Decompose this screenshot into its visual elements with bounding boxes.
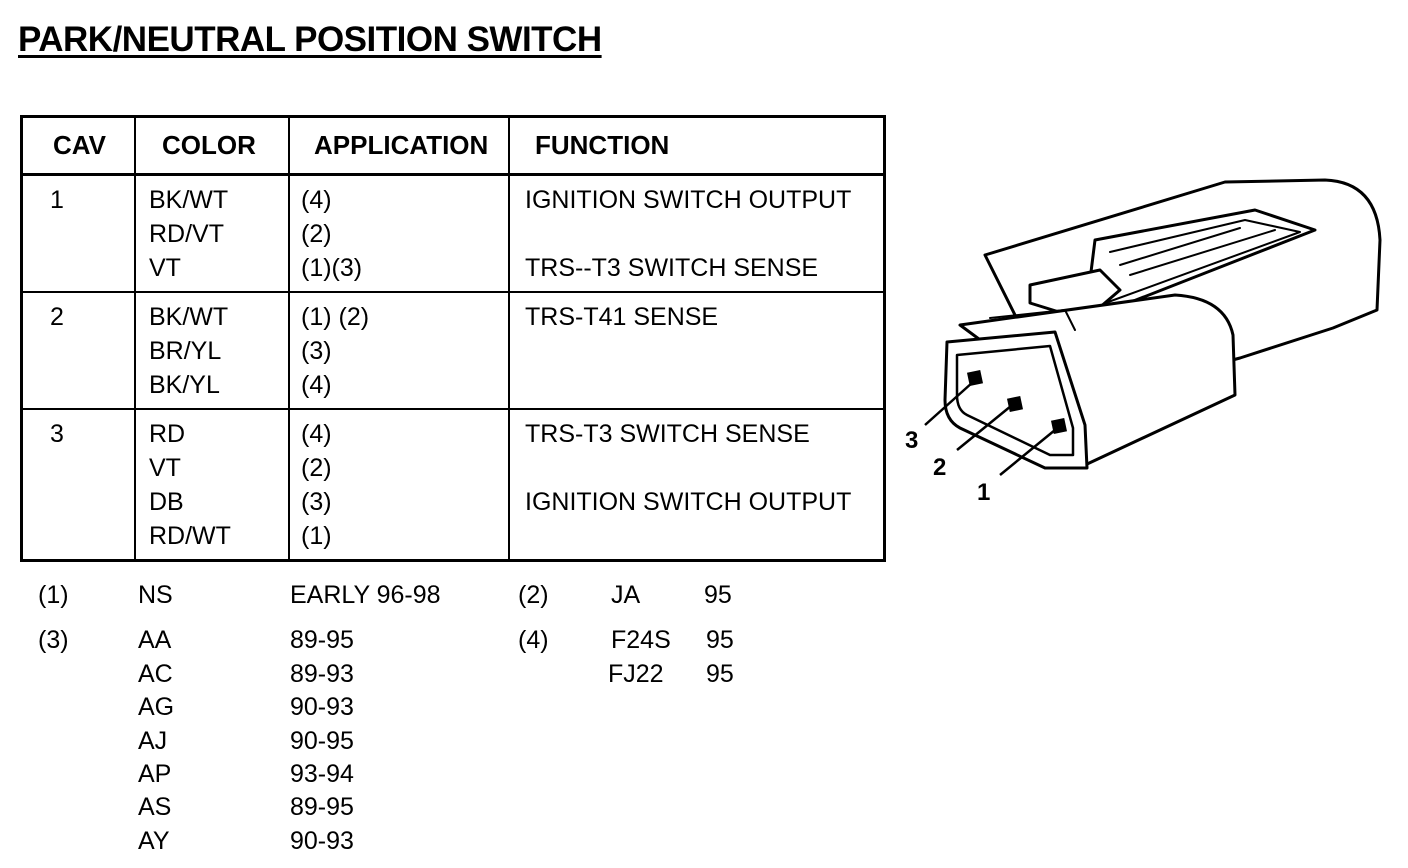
note-code: NS	[138, 581, 173, 609]
table-row: 3 RD VT DB RD/WT (4) (2) (3) (1) TRS-T3 …	[20, 409, 886, 562]
application-ref: (4)	[301, 186, 332, 214]
note-code: JA	[611, 581, 641, 609]
function-text: IGNITION SWITCH OUTPUT	[525, 186, 852, 214]
header-cav: CAV	[20, 116, 136, 176]
connector-icon: 3 2 1	[905, 178, 1382, 506]
pin-label-3: 3	[905, 427, 918, 454]
application-ref: (3)	[301, 488, 332, 516]
table-header-row: CAV COLOR APPLICATION FUNCTION	[20, 116, 886, 176]
application-ref: (2)	[301, 454, 332, 482]
note-years: 95	[706, 626, 734, 654]
note-years: 90-93	[290, 827, 354, 855]
note-code: AC	[138, 660, 173, 688]
wire-color: BK/YL	[149, 371, 220, 399]
function-cell: TRS-T41 SENSE	[508, 292, 886, 410]
note-code: AG	[138, 693, 175, 721]
application-ref: (4)	[301, 371, 332, 399]
function-text	[525, 334, 883, 368]
color-cell: BK/WT RD/VT VT	[134, 174, 290, 293]
note-ref: (3)	[38, 626, 69, 654]
wire-color: RD/VT	[149, 220, 224, 248]
page-title: PARK/NEUTRAL POSITION SWITCH	[18, 20, 602, 59]
wire-color: VT	[149, 254, 181, 282]
function-cell: TRS-T3 SWITCH SENSE IGNITION SWITCH OUTP…	[508, 409, 886, 562]
application-cell: (1) (2) (3) (4)	[288, 292, 510, 410]
application-ref: (1)	[301, 522, 332, 550]
pin-label-2: 2	[933, 454, 946, 481]
note-code: FJ22	[608, 660, 664, 688]
function-text	[525, 368, 883, 402]
wire-color: VT	[149, 454, 181, 482]
application-cell: (4) (2) (1)(3)	[288, 174, 510, 293]
note-years: 89-95	[290, 626, 354, 654]
cav-cell: 2	[20, 292, 136, 410]
application-ref: (1)(3)	[301, 254, 363, 282]
function-text: IGNITION SWITCH OUTPUT	[525, 488, 852, 516]
note-years: 89-93	[290, 660, 354, 688]
note-years: 90-93	[290, 693, 354, 721]
application-ref: (4)	[301, 420, 332, 448]
application-ref: (3)	[301, 337, 332, 365]
note-years: 95	[706, 660, 734, 688]
table-row: 2 BK/WT BR/YL BK/YL (1) (2) (3) (4) TRS-…	[20, 292, 886, 410]
note-code: F24S	[611, 626, 671, 654]
wire-color: BR/YL	[149, 337, 222, 365]
cav-number: 2	[50, 303, 64, 331]
application-ref: (1) (2)	[301, 303, 370, 331]
wire-color: RD/WT	[149, 522, 231, 550]
cav-number: 1	[50, 186, 64, 214]
note-years: 95	[704, 581, 732, 609]
function-text	[525, 217, 883, 251]
note-code: AY	[138, 827, 170, 855]
function-cell: IGNITION SWITCH OUTPUT TRS--T3 SWITCH SE…	[508, 174, 886, 293]
color-cell: BK/WT BR/YL BK/YL	[134, 292, 290, 410]
header-application: APPLICATION	[288, 116, 510, 176]
note-years: 89-95	[290, 793, 354, 821]
function-text: TRS-T41 SENSE	[525, 303, 719, 331]
note-years: 93-94	[290, 760, 354, 788]
wire-color: BK/WT	[149, 303, 229, 331]
note-ref: (1)	[38, 581, 69, 609]
application-cell: (4) (2) (3) (1)	[288, 409, 510, 562]
wire-color: DB	[149, 488, 184, 516]
wire-color: BK/WT	[149, 186, 229, 214]
function-text	[525, 451, 883, 485]
cav-cell: 3	[20, 409, 136, 562]
pin-label-1: 1	[977, 479, 990, 506]
function-text: TRS--T3 SWITCH SENSE	[525, 254, 819, 282]
table-row: 1 BK/WT RD/VT VT (4) (2) (1)(3) IGNITION…	[20, 174, 886, 293]
note-code: AA	[138, 626, 172, 654]
note-ref: (2)	[518, 581, 549, 609]
note-code: AP	[138, 760, 172, 788]
cav-number: 3	[50, 420, 64, 448]
application-ref: (2)	[301, 220, 332, 248]
cav-cell: 1	[20, 174, 136, 293]
note-code: AJ	[138, 727, 168, 755]
function-text: TRS-T3 SWITCH SENSE	[525, 420, 810, 448]
note-ref: (4)	[518, 626, 549, 654]
header-color: COLOR	[134, 116, 290, 176]
pinout-table: CAV COLOR APPLICATION FUNCTION 1 BK/WT R…	[20, 115, 886, 562]
header-function: FUNCTION	[508, 116, 886, 176]
function-text	[525, 519, 883, 553]
color-cell: RD VT DB RD/WT	[134, 409, 290, 562]
note-years: 90-95	[290, 727, 354, 755]
wire-color: RD	[149, 420, 186, 448]
note-years: EARLY 96-98	[290, 581, 441, 609]
note-code: AS	[138, 793, 172, 821]
